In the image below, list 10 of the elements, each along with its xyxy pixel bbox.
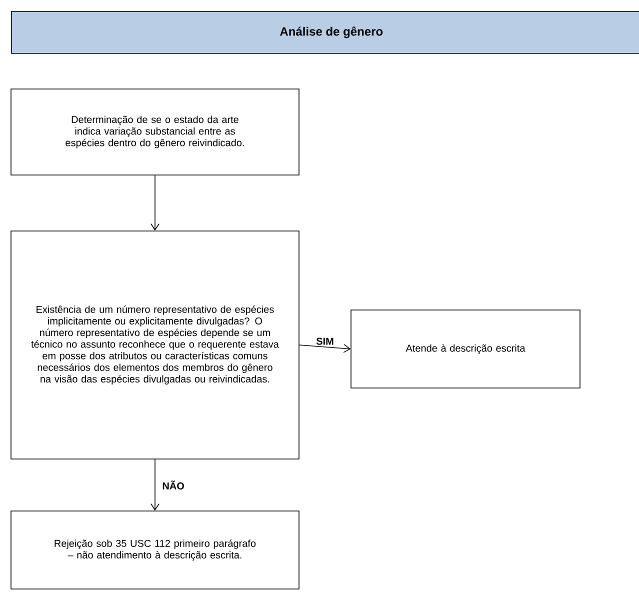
edge-label: NÃO — [162, 480, 184, 490]
arrow — [150, 175, 160, 231]
arrow — [299, 344, 351, 353]
edge-label: SIM — [316, 338, 334, 345]
arrow — [150, 459, 160, 511]
process-box: Determinação de se o estado da arte indica variação substancial entre as espécies dentro do gênero reivindicado. — [10, 88, 300, 176]
process-box: Atende à descrição escrita — [350, 310, 580, 388]
process-box: Rejeição sob 35 USC 112 primeiro parágrafo – não atendimento à descrição escrita. — [10, 510, 300, 590]
process-box: Existência de um número representativo de espécies implicitamente ou explicitamente divulgadas? O número representativo de espécies depende se um técnico no assunto reconhece que o requerente estava em posse dos atributos ou características comuns necessários dos elementos dos membros do gênero na visão das espécies divulgadas ou reivindicadas. — [10, 230, 300, 460]
title-band: Análise de gênero — [11, 11, 639, 54]
